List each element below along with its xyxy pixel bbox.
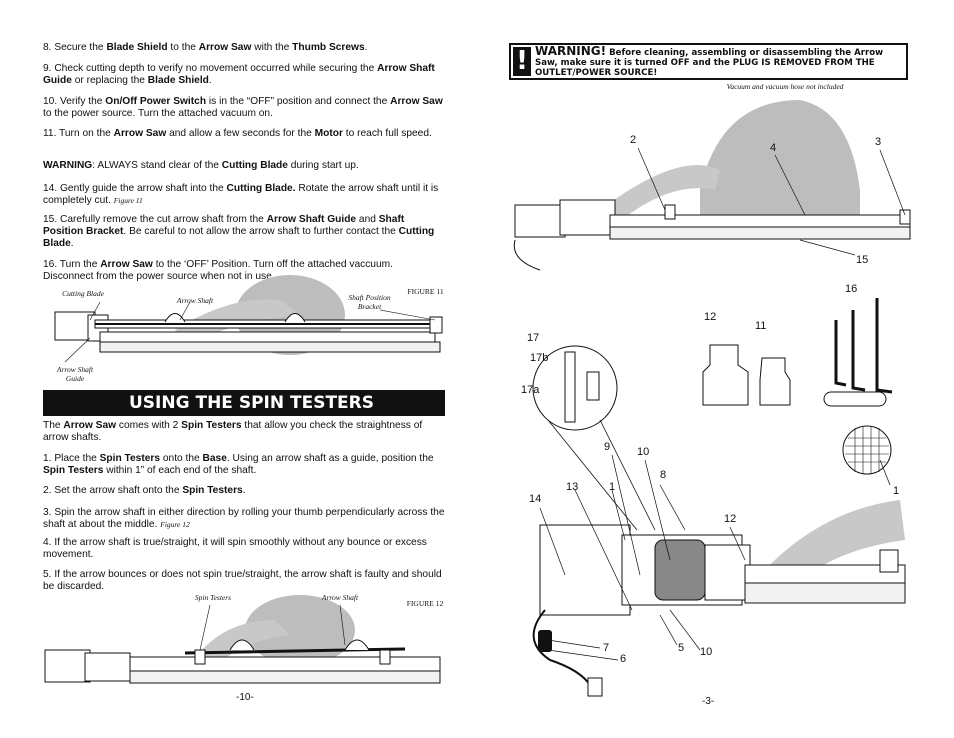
warning-text: WARNING! Before cleaning, assembling or … bbox=[535, 44, 884, 78]
step-14: 14. Gently guide the arrow shaft into th… bbox=[43, 183, 439, 206]
callout-1-left: 1 bbox=[609, 481, 616, 493]
spin-step-3: 3. Spin the arrow shaft in either direct… bbox=[43, 507, 445, 530]
spin-step-4: 4. If the arrow shaft is true/straight, … bbox=[43, 537, 427, 560]
callout-16: 16 bbox=[845, 283, 858, 295]
callout-17b: 17b bbox=[530, 352, 549, 364]
page-number-left: -10- bbox=[236, 692, 254, 703]
callout-2: 2 bbox=[630, 134, 637, 146]
figure-12-caption: FIGURE 12 bbox=[406, 599, 444, 608]
step-11: 11. Turn on the Arrow Saw and allow a fe… bbox=[43, 128, 432, 139]
callout-5: 5 bbox=[678, 642, 685, 654]
warning-note: WARNING: ALWAYS stand clear of the Cutti… bbox=[43, 160, 359, 171]
callout-12-top: 12 bbox=[704, 311, 717, 323]
callout-11: 11 bbox=[755, 320, 767, 332]
callout-3: 3 bbox=[875, 136, 882, 148]
vacuum-note: Vacuum and vacuum hose not included bbox=[726, 82, 844, 91]
callout-17a: 17a bbox=[521, 384, 540, 396]
callout-4: 4 bbox=[770, 142, 777, 154]
label-cutting-blade: Cutting Blade bbox=[62, 289, 104, 298]
callout-17: 17 bbox=[527, 332, 540, 344]
step-8: 8. Secure the Blade Shield to the Arrow … bbox=[43, 42, 368, 53]
callout-9: 9 bbox=[604, 441, 611, 453]
figure-11-caption: FIGURE 11 bbox=[407, 287, 444, 296]
spin-step-5: 5. If the arrow bounces or does not spin… bbox=[43, 569, 442, 592]
label-arrow-shaft-fig12: Arrow Shaft bbox=[321, 593, 359, 602]
page-number-right: -3- bbox=[702, 696, 715, 707]
step-16: 16. Turn the Arrow Saw to the ‘OFF’ Posi… bbox=[43, 259, 393, 282]
step-15: 15. Carefully remove the cut arrow shaft… bbox=[43, 214, 435, 249]
step-9: 9. Check cutting depth to verify no move… bbox=[43, 63, 435, 86]
callout-8: 8 bbox=[660, 469, 667, 481]
exclamation-icon: ! bbox=[513, 47, 531, 76]
warning-box: ! WARNING! Before cleaning, assembling o… bbox=[509, 43, 908, 80]
callout-15: 15 bbox=[856, 254, 869, 266]
spin-intro: The Arrow Saw comes with 2 Spin Testers … bbox=[43, 420, 423, 443]
label-arrow-shaft-guide: Arrow Shaft Guide bbox=[56, 365, 94, 383]
step-10: 10. Verify the On/Off Power Switch is in… bbox=[43, 96, 443, 119]
figure-12-illustration bbox=[44, 595, 441, 684]
section-title-spin-testers: USING THE SPIN TESTERS bbox=[43, 390, 445, 416]
left-page: 8. Secure the Blade Shield to the Arrow … bbox=[43, 42, 445, 703]
callout-6: 6 bbox=[620, 653, 627, 665]
label-spin-testers: Spin Testers bbox=[194, 593, 232, 602]
callout-14: 14 bbox=[529, 493, 542, 505]
spin-step-1: 1. Place the Spin Testers onto the Base.… bbox=[43, 453, 434, 476]
callout-7: 7 bbox=[603, 642, 610, 654]
figure-11-illustration bbox=[54, 275, 443, 363]
callout-13: 13 bbox=[566, 481, 579, 493]
callout-1-right: 1 bbox=[893, 485, 900, 497]
label-arrow-shaft-fig11: Arrow Shaft bbox=[176, 296, 214, 305]
spin-step-2: 2. Set the arrow shaft onto the Spin Tes… bbox=[43, 485, 246, 496]
label-shaft-position-bracket: Shaft Position Bracket bbox=[348, 293, 391, 311]
callout-12-bottom: 12 bbox=[724, 513, 737, 525]
callout-10-bottom: 10 bbox=[700, 646, 713, 658]
callout-10-top: 10 bbox=[637, 446, 650, 458]
